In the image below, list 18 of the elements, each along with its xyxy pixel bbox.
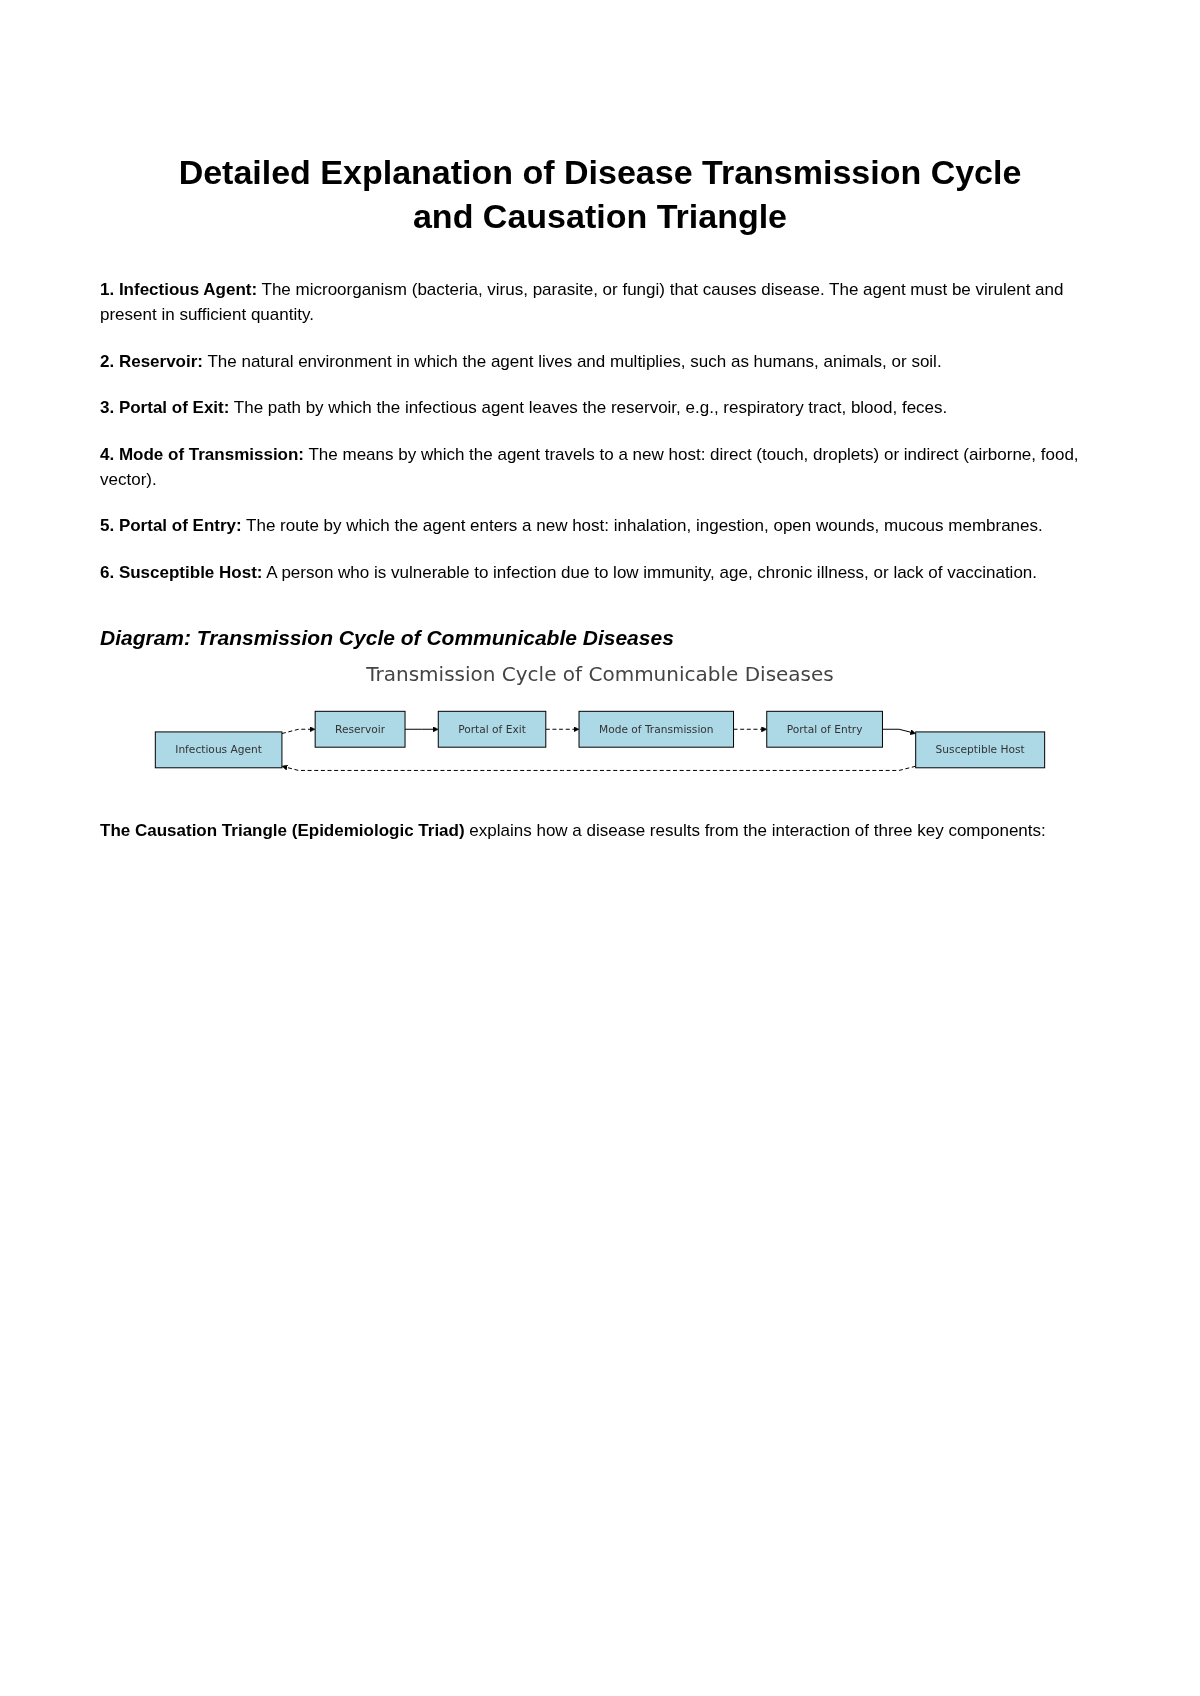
paragraph: The Causation Triangle (Epidemiologic Triad) explains how a disease results from the interaction of three key components: xyxy=(100,820,1047,843)
definition-paragraph: 1. Infectious Agent: The microorganism (bacteria, virus, parasite, or fungi) that causes disease. The agent must be virulent and present in sufficient quantity. xyxy=(100,279,1065,326)
section-heading: Diagram: Transmission Cycle of Communicable Diseases xyxy=(100,625,675,650)
definition-paragraph: 3. Portal of Exit: The path by which the infectious agent leaves the reservoir, e.g., respiratory tract, blood, feces. xyxy=(100,397,949,420)
figure-caption-text: Transmission Cycle of Communicable Diseases xyxy=(365,661,835,686)
page-title: Detailed Explanation of Disease Transmission Cycle and Causation Triangle xyxy=(177,152,1023,238)
definition-paragraph: 2. Reservoir: The natural environment in which the agent lives and multiplies, such as humans, animals, or soil. xyxy=(100,350,943,373)
arrow xyxy=(882,728,916,735)
definition-paragraph: 6. Susceptible Host: A person who is vulnerable to infection due to low immunity, age, chronic illness, or lack of vaccination. xyxy=(100,561,1038,584)
definition-paragraph: 5. Portal of Entry: The route by which the agent enters a new host: inhalation, ingestion, open wounds, mucous membranes. xyxy=(100,515,1044,538)
node-box xyxy=(766,710,883,748)
node-box xyxy=(314,710,406,748)
node-box xyxy=(915,730,1046,768)
cycle-diagram: Infectious Agent Reservoir Portal of Exit Mode of Transmission Portal of Entry Susceptible Host xyxy=(150,705,1050,776)
node-box xyxy=(437,710,547,748)
definition-paragraph: 4. Mode of Transmission: The means by which the agent travels to a new host: direct (touch, droplets) or indirect (airborne, food, vector). xyxy=(100,443,1080,491)
node-box xyxy=(578,710,735,748)
node-box xyxy=(154,730,283,768)
